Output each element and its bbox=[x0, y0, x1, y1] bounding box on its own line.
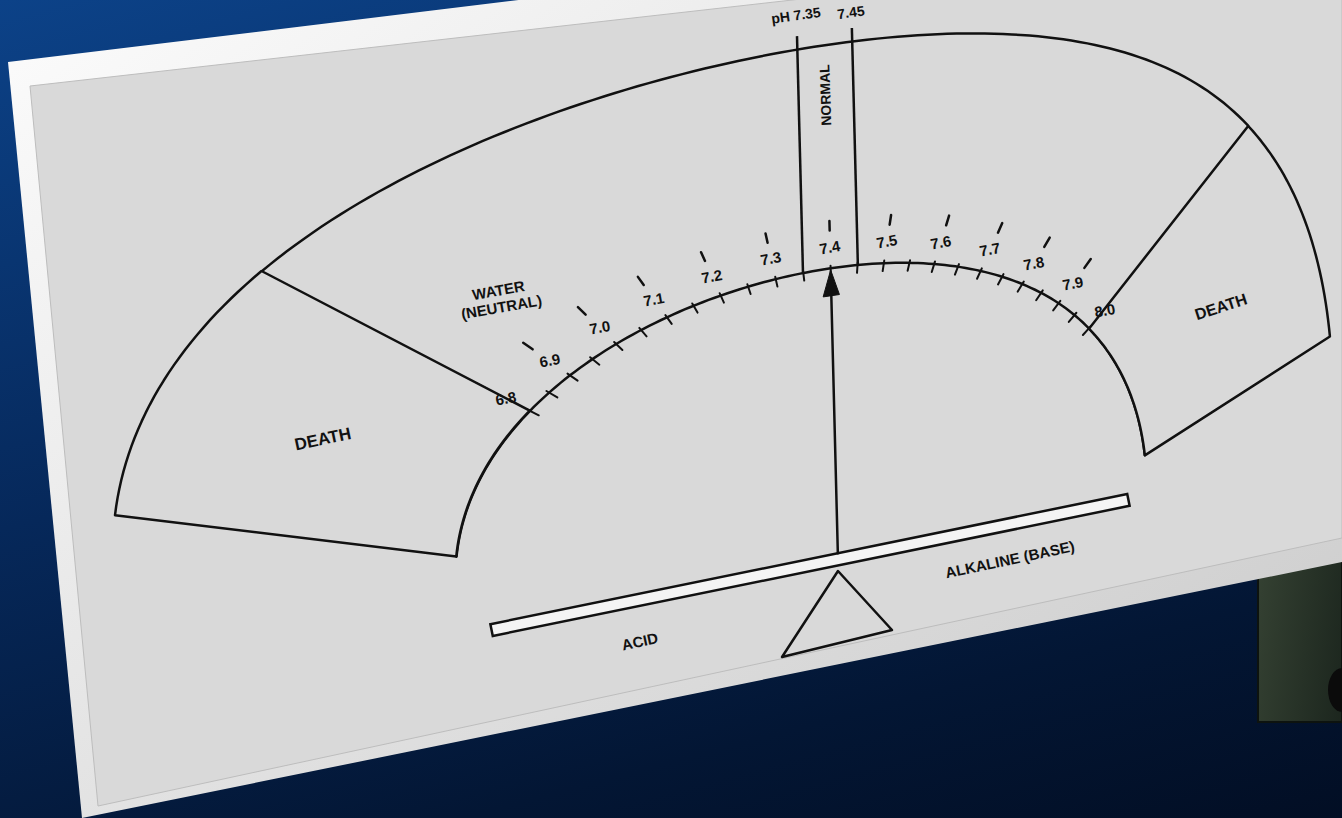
text-anchor: 7.2 bbox=[700, 267, 723, 287]
text-anchor: ACID bbox=[620, 630, 659, 654]
text-anchor: 7.6 bbox=[929, 233, 952, 253]
scale-number: 7.4 bbox=[818, 238, 841, 258]
scale-arc bbox=[457, 263, 1145, 557]
neutral-label: WATER (NEUTRAL) bbox=[443, 273, 557, 325]
photo-detail bbox=[1328, 668, 1342, 712]
scale-number: 7.3 bbox=[760, 249, 783, 269]
minor-tick bbox=[1053, 301, 1060, 311]
text-anchor: 7.8 bbox=[1023, 254, 1046, 274]
scale-number: 7.8 bbox=[1023, 254, 1046, 274]
band-limit: pH 7.35 bbox=[771, 5, 822, 27]
text-anchor: 7.45 bbox=[837, 3, 866, 22]
scale-number: 7.2 bbox=[700, 267, 723, 287]
minor-tick bbox=[692, 303, 697, 312]
text-anchor: pH 7.35 bbox=[771, 5, 822, 27]
major-tick bbox=[578, 307, 586, 314]
major-tick bbox=[998, 223, 1002, 233]
text-anchor: 8.0 bbox=[1093, 301, 1116, 321]
zone-border bbox=[852, 28, 858, 265]
major-tick bbox=[523, 343, 532, 350]
band-limit: 7.45 bbox=[837, 3, 866, 22]
text-anchor: 7.0 bbox=[588, 318, 611, 338]
minor-tick bbox=[546, 391, 557, 397]
major-tick bbox=[890, 215, 891, 225]
major-tick bbox=[638, 277, 644, 285]
text-anchor: 7.5 bbox=[875, 232, 898, 252]
minor-tick bbox=[747, 284, 750, 294]
minor-tick bbox=[1036, 290, 1043, 300]
minor-tick bbox=[665, 315, 671, 324]
major-tick bbox=[1084, 259, 1090, 268]
text-anchor: WATER (NEUTRAL) bbox=[443, 273, 557, 325]
minor-tick bbox=[998, 274, 1003, 284]
outer-arc bbox=[262, 33, 1248, 271]
fulcrum-triangle bbox=[782, 571, 892, 657]
needle-arrowhead bbox=[823, 270, 839, 297]
scale-number: 7.1 bbox=[643, 290, 666, 310]
scale-number: 7.9 bbox=[1061, 274, 1084, 294]
text-anchor: 7.7 bbox=[978, 240, 1001, 260]
side-label: ALKALINE (BASE) bbox=[944, 538, 1076, 582]
zone-label: NORMAL bbox=[817, 64, 835, 126]
scale-number: 7.7 bbox=[978, 240, 1001, 260]
text-anchor: ALKALINE (BASE) bbox=[944, 538, 1076, 582]
text-anchor: 7.9 bbox=[1061, 274, 1084, 294]
text-anchor: 6.9 bbox=[538, 351, 561, 371]
major-tick bbox=[1044, 238, 1049, 247]
text-anchor: 6.8 bbox=[495, 389, 518, 409]
text-anchor: 7.3 bbox=[760, 249, 783, 269]
scale-number: 7.0 bbox=[588, 318, 611, 338]
minor-tick bbox=[567, 374, 577, 381]
scale-number: 6.9 bbox=[538, 351, 561, 371]
zone-border bbox=[797, 36, 803, 273]
major-tick bbox=[828, 221, 831, 230]
scale-number: 6.8 bbox=[495, 389, 518, 409]
minor-tick bbox=[977, 268, 982, 278]
text-anchor: 7.4 bbox=[818, 238, 841, 258]
minor-tick bbox=[590, 357, 599, 365]
scale-number: 7.6 bbox=[929, 233, 952, 253]
minor-tick bbox=[639, 328, 646, 336]
minor-tick bbox=[908, 260, 910, 271]
minor-tick bbox=[883, 261, 885, 272]
panel-face bbox=[30, 0, 1342, 806]
panel-frame bbox=[8, 0, 1342, 818]
minor-tick bbox=[614, 342, 622, 350]
needle-line bbox=[831, 294, 838, 553]
death-zone: DEATH bbox=[1085, 122, 1334, 459]
scale-number: 8.0 bbox=[1093, 301, 1116, 321]
major-tick bbox=[766, 234, 768, 243]
text-anchor: 7.1 bbox=[643, 290, 666, 310]
minor-tick bbox=[775, 277, 777, 287]
major-tick bbox=[946, 216, 949, 226]
minor-tick bbox=[720, 293, 724, 302]
scale-number: 7.5 bbox=[875, 232, 898, 252]
side-label: ACID bbox=[620, 630, 659, 654]
zone-outline bbox=[1085, 122, 1334, 459]
text-anchor: NORMAL bbox=[817, 64, 835, 126]
major-tick bbox=[701, 252, 705, 261]
minor-tick bbox=[955, 264, 959, 274]
minor-tick bbox=[1018, 282, 1024, 292]
zone-border bbox=[1089, 126, 1330, 455]
minor-tick bbox=[1069, 313, 1077, 322]
minor-tick bbox=[932, 261, 935, 272]
